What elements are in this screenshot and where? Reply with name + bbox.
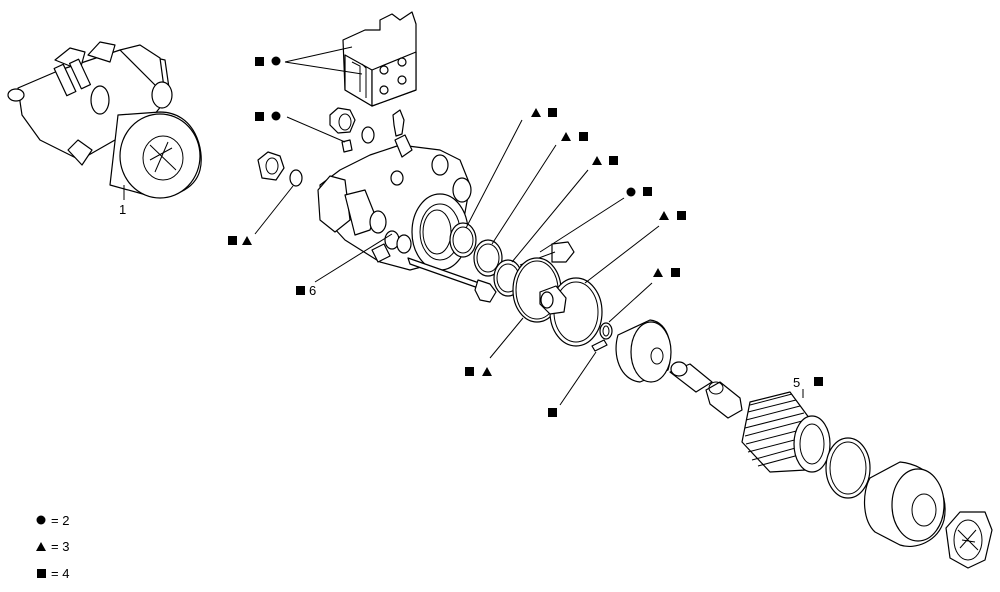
triangle-mark: [653, 268, 663, 277]
assembled-valve-unit: [7, 41, 202, 200]
legend-circle-icon: [36, 515, 46, 525]
legend-circle-mark: [271, 56, 281, 66]
square-mark: [643, 187, 652, 196]
valve-body: [317, 134, 472, 271]
dowel-pin: [591, 339, 608, 352]
legend-triangle-icon: [36, 542, 46, 551]
square-mark: [296, 286, 305, 295]
sleeve-hex: [705, 381, 743, 419]
circle-mark: [626, 187, 636, 197]
square-mark: [609, 156, 618, 165]
callout-6: 6: [309, 283, 316, 298]
triangle-mark: [482, 367, 492, 376]
through-bolt: [407, 241, 575, 303]
fitting-nut-upper: [329, 107, 375, 153]
square-mark: [255, 112, 264, 121]
legend-square-icon: [37, 569, 46, 578]
callout-1: 1: [119, 202, 126, 217]
grease-nipple: [392, 109, 405, 137]
legend-triangle-text: = 3: [51, 539, 69, 554]
legend: = 2 = 3 = 4: [36, 513, 69, 581]
square-mark: [579, 132, 588, 141]
square-mark: [814, 377, 823, 386]
square-mark: [548, 108, 557, 117]
seal-ring-1: [449, 222, 477, 258]
piston: [615, 319, 672, 383]
triangle-mark: [242, 236, 252, 245]
spring: [741, 391, 831, 473]
end-cap: [864, 461, 946, 547]
square-mark: [677, 211, 686, 220]
square-mark: [465, 367, 474, 376]
legend-square-mark: [255, 57, 264, 66]
spool: [539, 285, 567, 315]
callout-5: 5: [793, 375, 800, 390]
square-mark: [671, 268, 680, 277]
triangle-mark: [561, 132, 571, 141]
triangle-mark: [592, 156, 602, 165]
small-o-ring: [599, 322, 613, 340]
triangle-mark: [659, 211, 669, 220]
legend-square-text: = 4: [51, 566, 69, 581]
square-mark: [228, 236, 237, 245]
gasket-plate: [342, 11, 417, 107]
seal-ring-2: [473, 239, 503, 277]
fitting-nut-lower: [257, 151, 303, 187]
triangle-mark: [531, 108, 541, 117]
spring-o-ring: [825, 437, 871, 499]
circle-mark: [271, 111, 281, 121]
sleeve-short: [669, 361, 713, 393]
legend-circle-text: = 2: [51, 513, 69, 528]
square-mark: [548, 408, 557, 417]
cover-plate: [945, 511, 993, 569]
